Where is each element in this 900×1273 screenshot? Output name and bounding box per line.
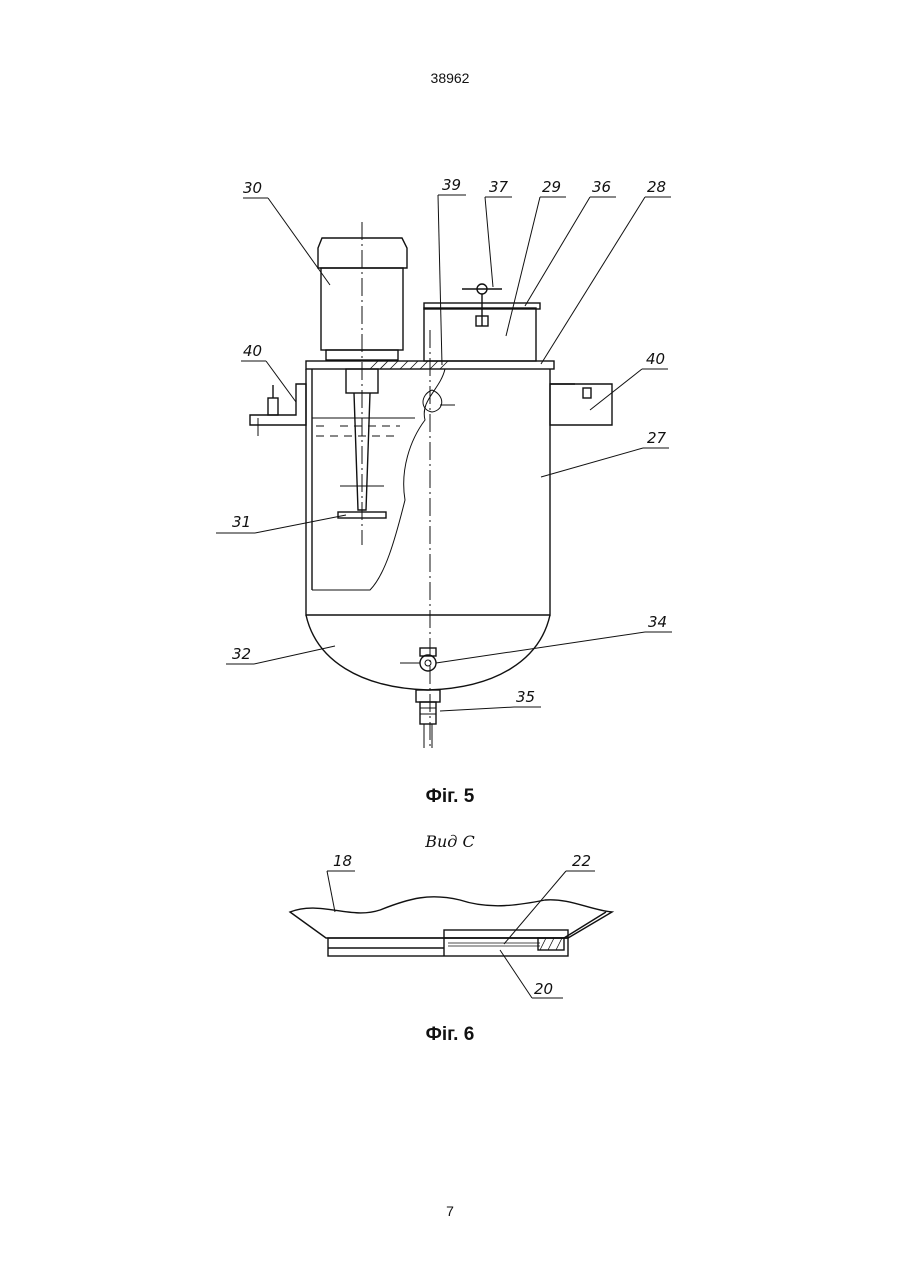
drain-fitting <box>416 690 440 702</box>
tank-bottom <box>306 615 550 690</box>
figure-5-caption: Фіг. 5 <box>0 786 900 808</box>
label-35: 35 <box>516 688 535 706</box>
label-32: 32 <box>232 645 251 663</box>
label-29: 29 <box>542 178 561 196</box>
label-27: 27 <box>647 429 667 447</box>
label-31: 31 <box>232 513 251 531</box>
section-break <box>312 369 445 590</box>
label-40-right: 40 <box>646 350 665 368</box>
label-28: 28 <box>647 178 666 196</box>
label-34: 34 <box>648 613 667 631</box>
view-c-title: Вид С <box>0 832 900 851</box>
tank-wall <box>306 369 550 615</box>
page-number: 7 <box>0 1203 900 1219</box>
label-40-left: 40 <box>243 342 262 360</box>
label-36: 36 <box>592 178 611 196</box>
figure-6-caption: Фіг. 6 <box>0 1024 900 1046</box>
side-valve <box>420 655 436 671</box>
label-37: 37 <box>489 178 509 196</box>
label-30: 30 <box>243 179 262 197</box>
label-39: 39 <box>442 176 461 194</box>
right-bracket <box>550 384 612 425</box>
